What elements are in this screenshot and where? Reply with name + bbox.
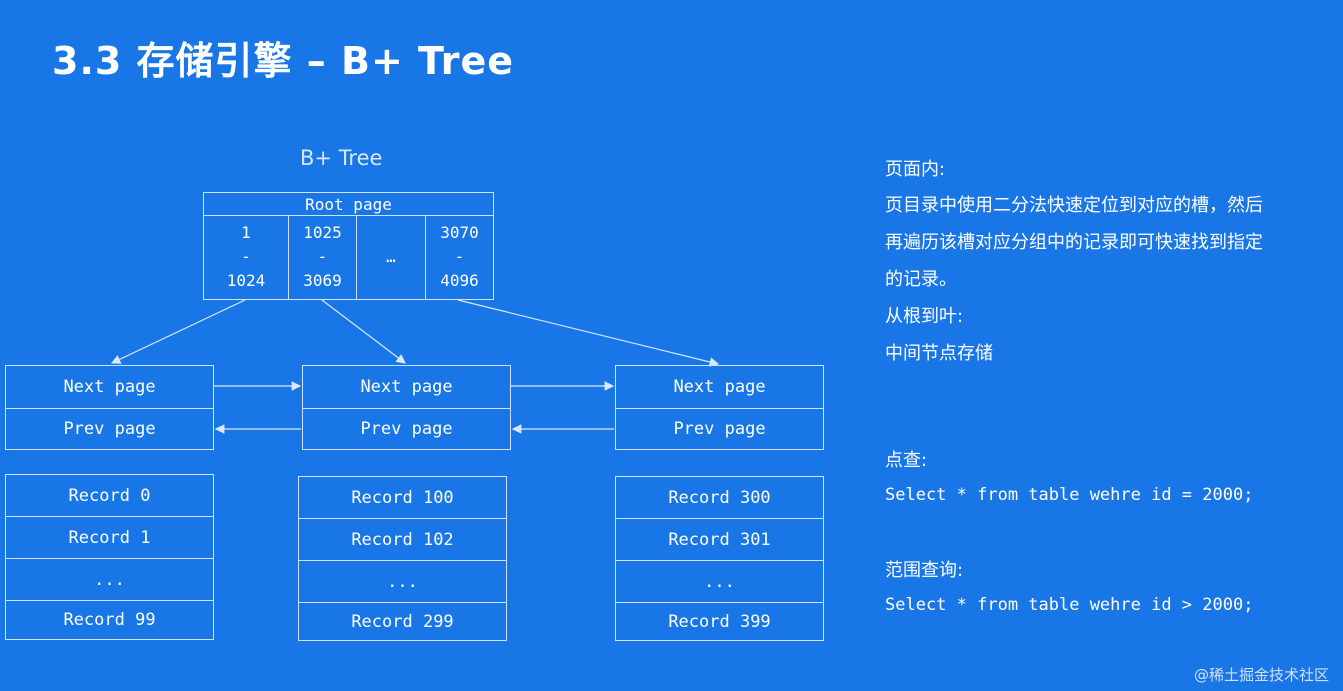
slide-title: 3.3 存储引擎 – B+ Tree	[52, 39, 515, 83]
leaf-3-record-ellipsis: ...	[616, 560, 823, 602]
root-cell-4-mid: -	[454, 247, 465, 266]
tree-caption: B+ Tree	[300, 146, 383, 170]
leaf-1-pointers: Next page Prev page	[5, 365, 214, 450]
root-cell-4-bottom: 4096	[440, 271, 479, 290]
range-query-sql: Select * from table wehre id > 2000;	[885, 595, 1254, 615]
page-inner-line-1: 页目录中使用二分法快速定位到对应的槽，然后	[885, 195, 1263, 216]
leaf-2-prev-page: Prev page	[303, 408, 510, 449]
leaf-3-records: Record 300 Record 301 ... Record 399	[615, 476, 824, 641]
leaf-3-record-1: Record 300	[668, 487, 771, 508]
root-cell-1-top: 1	[241, 223, 251, 242]
leaf-2-record-ellipsis: ...	[299, 560, 506, 602]
root-to-leaf-text: 中间节点存储	[885, 343, 993, 364]
root-cell-4: 3070 - 4096	[425, 215, 493, 299]
range-query-heading: 范围查询:	[885, 560, 964, 581]
root-cell-4-top: 3070	[440, 223, 479, 242]
root-cell-1: 1 - 1024	[204, 215, 288, 299]
root-to-leaf-2-arrow	[321, 299, 406, 364]
root-page: Root page 1 - 1024 1025 - 3069 … 3070 - …	[203, 192, 494, 300]
root-cell-1-mid: -	[241, 247, 251, 266]
leaf-1-record-2: Record 1	[6, 516, 213, 558]
root-cell-ellipsis: …	[356, 215, 425, 299]
root-cell-2-bottom: 3069	[303, 271, 342, 290]
point-query-heading: 点查:	[885, 450, 928, 471]
root-cell-2-mid: -	[317, 247, 328, 266]
root-cell-2: 1025 - 3069	[288, 215, 356, 299]
leaf-1-record-1: Record 0	[68, 485, 151, 506]
leaf-2-pointers: Next page Prev page	[302, 365, 511, 450]
leaf-3-next-page: Next page	[673, 377, 766, 397]
leaf-1-record-ellipsis: ...	[6, 558, 213, 600]
page-inner-heading: 页面内:	[885, 159, 946, 180]
leaf-2-record-1: Record 100	[351, 487, 454, 508]
page-inner-line-2: 再遍历该槽对应分组中的记录即可快速找到指定	[885, 232, 1263, 253]
leaf-3-prev-page: Prev page	[616, 408, 823, 449]
leaf-2-record-2: Record 102	[299, 518, 506, 560]
leaf-2-next-page: Next page	[360, 377, 453, 397]
leaf-2-record-last: Record 299	[299, 602, 506, 640]
leaf-3-record-last: Record 399	[616, 602, 823, 640]
point-query-sql: Select * from table wehre id = 2000;	[885, 485, 1254, 505]
leaf-1-record-last: Record 99	[6, 600, 213, 639]
root-page-header: Root page	[204, 193, 493, 216]
leaf-1-prev-page: Prev page	[6, 408, 213, 449]
root-cell-2-top: 1025	[303, 223, 342, 242]
root-cell-1-bottom: 1024	[226, 271, 266, 290]
leaf-3-record-2: Record 301	[616, 518, 823, 560]
page-inner-line-3: 的记录。	[885, 269, 957, 290]
root-to-leaf-heading: 从根到叶:	[885, 306, 964, 327]
leaf-1-records: Record 0 Record 1 ... Record 99	[5, 474, 214, 640]
root-cell-3-mid: …	[386, 247, 396, 266]
leaf-2-records: Record 100 Record 102 ... Record 299	[298, 476, 507, 641]
leaf-1-next-page: Next page	[63, 377, 156, 397]
watermark: @稀土掘金技术社区	[1193, 666, 1329, 684]
root-to-leaf-3-arrow	[457, 299, 720, 367]
root-to-leaf-1-arrow	[110, 299, 246, 364]
leaf-3-pointers: Next page Prev page	[615, 365, 824, 450]
